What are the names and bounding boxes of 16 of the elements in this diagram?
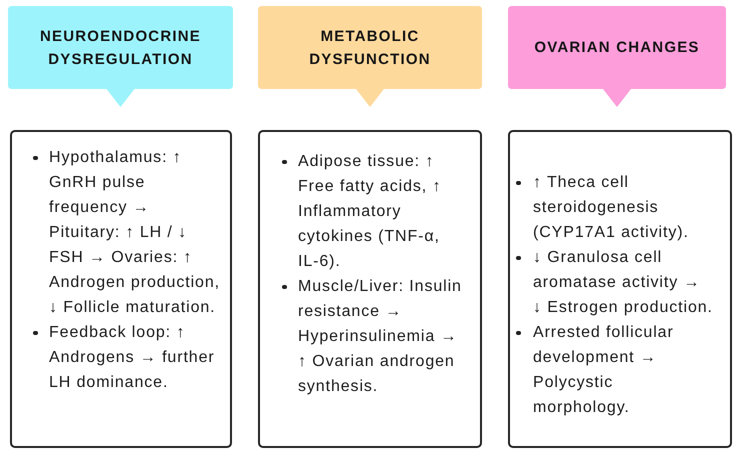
- heading-text: NEUROENDOCRINE DYSREGULATION: [39, 26, 202, 70]
- text-panel: [258, 130, 482, 448]
- callout-bubble: [8, 6, 233, 107]
- callout-bubble: [508, 6, 726, 107]
- bullet-text: Adipose tissue: ↑ Free fatty acids, ↑ Inflammatory cytokines (TNF-α, IL-6).: [298, 152, 442, 272]
- text-panel: [508, 130, 732, 448]
- bullet-text: Muscle/Liver: Insulin resistance → Hyperinsulinemia → ↑ Ovarian androgen synthesis.: [298, 277, 463, 397]
- bullet-text: Hypothalamus: ↑ GnRH pulse frequency → Pituitary: ↑ LH / ↓ FSH → Ovaries: ↑ Androgen production, ↓ Follicle maturation.: [49, 148, 221, 318]
- bullet-text: ↓ Granulosa cell aromatase activity → ↓ Estrogen production.: [533, 248, 713, 318]
- bullet-text: ↑ Theca cell steroidogenesis (CYP17A1 activity).: [533, 173, 690, 243]
- bullet-text: Arrested follicular development → Polycystic morphology.: [533, 323, 675, 418]
- bullet-text: Feedback loop: ↑ Androgens → further LH dominance.: [49, 323, 216, 393]
- heading-text: OVARIAN CHANGES: [534, 38, 700, 58]
- heading-text: METABOLIC DYSFUNCTION: [308, 26, 432, 70]
- text-panel: [10, 130, 232, 448]
- callout-bubble: [258, 6, 482, 107]
